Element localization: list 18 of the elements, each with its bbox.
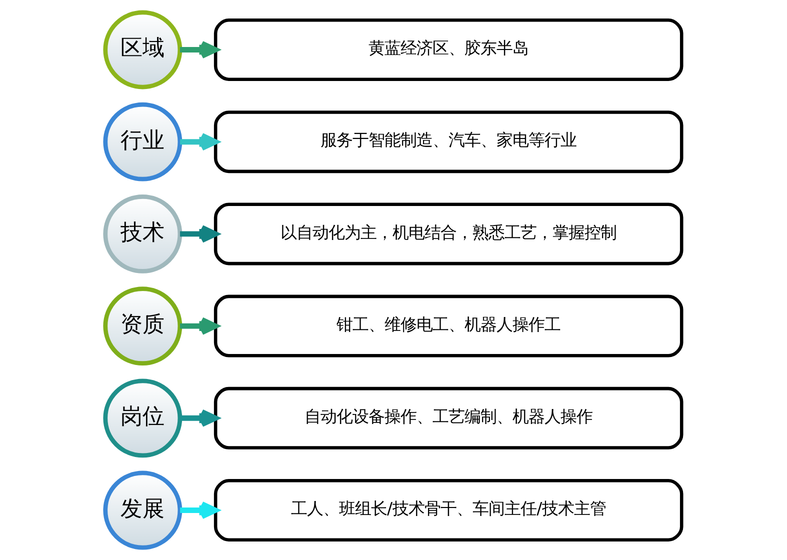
node-circle: 区域: [103, 10, 182, 90]
arrow: [180, 40, 218, 59]
arrow: [180, 409, 218, 428]
node-circle: 资质: [103, 286, 182, 366]
node-box: 服务于智能制造、汽车、家电等行业: [214, 110, 684, 174]
node-box: 黄蓝经济区、胶东半岛: [214, 18, 684, 81]
node-circle: 发展: [103, 470, 182, 550]
node-circle: 岗位: [103, 378, 182, 458]
node-box: 以自动化为主，机电结合，熟悉工艺，掌握控制: [214, 202, 684, 266]
arrow: [180, 317, 218, 335]
node-box: 钳工、维修电工、机器人操作工: [214, 294, 684, 358]
node-circle: 行业: [103, 102, 182, 182]
node-circle: 技术: [103, 194, 182, 274]
node-box: 工人、班组长/技术骨干、车间主任/技术主管: [214, 479, 684, 542]
node-box: 自动化设备操作、工艺编制、机器人操作: [214, 386, 684, 450]
arrow: [180, 501, 218, 520]
arrow: [180, 225, 218, 243]
arrow: [180, 132, 218, 151]
